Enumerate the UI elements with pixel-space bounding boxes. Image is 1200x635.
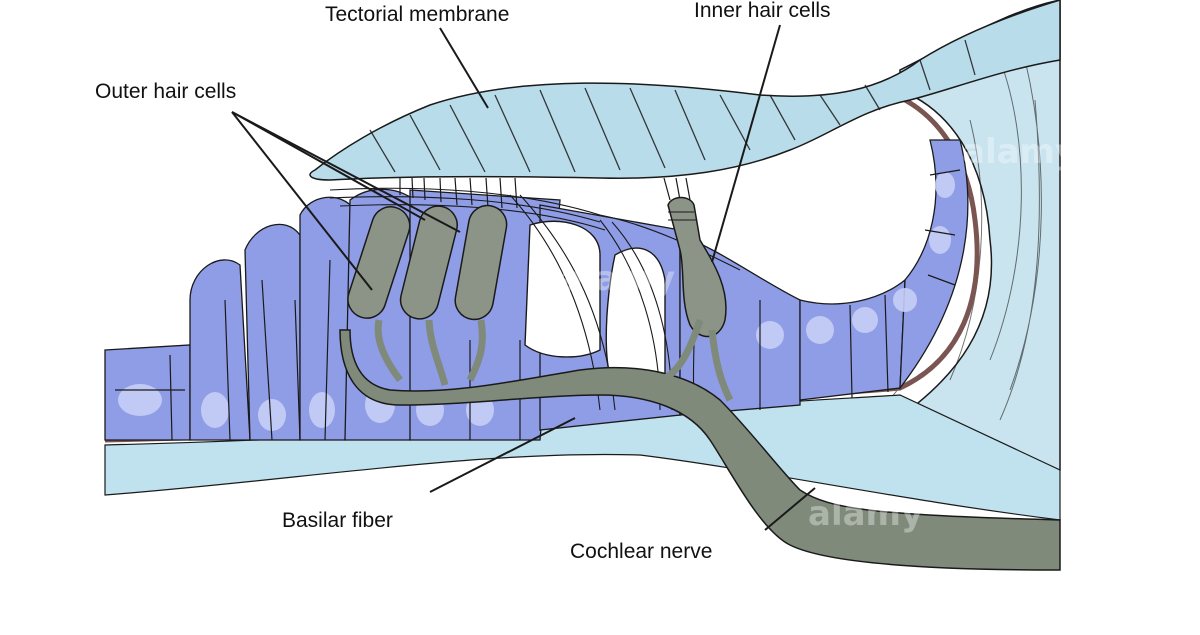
cochlear-nerve-shape (339, 329, 1061, 571)
label-outer-hair-cells: Outer hair cells (95, 80, 236, 103)
nerve-dendrites (374, 318, 734, 402)
watermark-top-right: alamy (962, 132, 1077, 172)
label-tectorial-membrane: Tectorial membrane (325, 3, 509, 26)
tectorial-membrane-striations (369, 39, 976, 173)
bony-wall-striations (879, 39, 1042, 421)
watermark-center: alamy (560, 259, 675, 299)
stereocilia (399, 177, 691, 209)
tunnel-of-corti (524, 220, 601, 358)
outer-hair-cells (347, 204, 508, 321)
watermark-bottom: alamy (808, 494, 923, 534)
label-cochlear-nerve: Cochlear nerve (570, 540, 712, 563)
leader-lines (231, 24, 816, 531)
tectorial-membrane-shape (309, 0, 1061, 181)
label-inner-hair-cells: Inner hair cells (694, 0, 831, 22)
inner-hair-cell (667, 196, 727, 338)
label-basilar-fiber: Basilar fiber (282, 509, 393, 532)
